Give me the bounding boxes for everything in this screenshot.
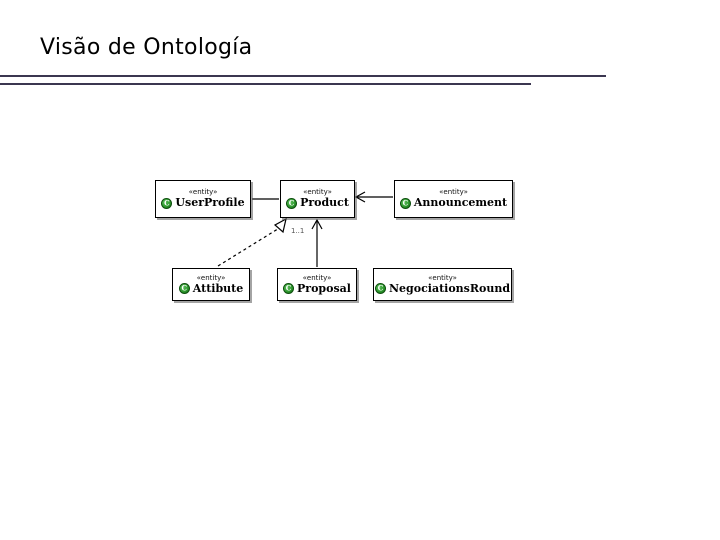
class-name: Announcement [413,196,508,209]
page-title: Visão de Ontología [40,35,253,60]
arrowhead-hollow-triangle [273,217,287,234]
header-rule-bottom [0,83,531,85]
class-name: NegociationsRound [388,281,511,295]
class-name-row: C NegociationsRound [374,281,511,295]
edge-label-proposal-product: 1..1 [291,227,305,235]
uml-class-icon: C [283,283,295,294]
class-stereotype: «entity» [196,273,226,282]
class-stereotype: «entity» [302,273,332,282]
class-name-row: C Attibute [178,281,244,295]
uml-class-icon: C [286,197,298,209]
class-stereotype: «entity» [188,188,218,196]
class-name-row: C UserProfile [161,196,245,209]
class-stereotype: «entity» [303,188,332,196]
class-name: Proposal [297,281,351,295]
class-stereotype: «entity» [439,188,468,196]
class-node-proposal[interactable]: «entity» C Proposal [277,268,357,301]
uml-class-icon: C [178,283,190,294]
edge-attibute-product [217,226,282,267]
class-name-row: C Announcement [399,196,508,209]
class-name: Product [300,196,349,209]
arrowhead-open-left [354,191,366,203]
class-node-attibute[interactable]: «entity» C Attibute [172,268,250,301]
class-name-row: C Product [286,197,349,209]
class-node-product[interactable]: «entity» C Product [280,180,355,218]
class-name: Attibute [192,281,244,295]
class-name-row: C Proposal [283,281,351,295]
class-node-announcement[interactable]: «entity» C Announcement [394,180,513,218]
class-node-userprofile[interactable]: «entity» C UserProfile [155,180,251,218]
class-stereotype: «entity» [428,273,457,282]
arrowhead-open-up [311,218,323,230]
class-node-negociationsround[interactable]: «entity» C NegociationsRound [373,268,512,301]
header-rule-top [0,75,606,77]
uml-class-icon: C [374,283,386,294]
uml-class-icon: C [161,197,173,209]
uml-class-icon: C [399,197,411,209]
class-name: UserProfile [175,196,245,209]
